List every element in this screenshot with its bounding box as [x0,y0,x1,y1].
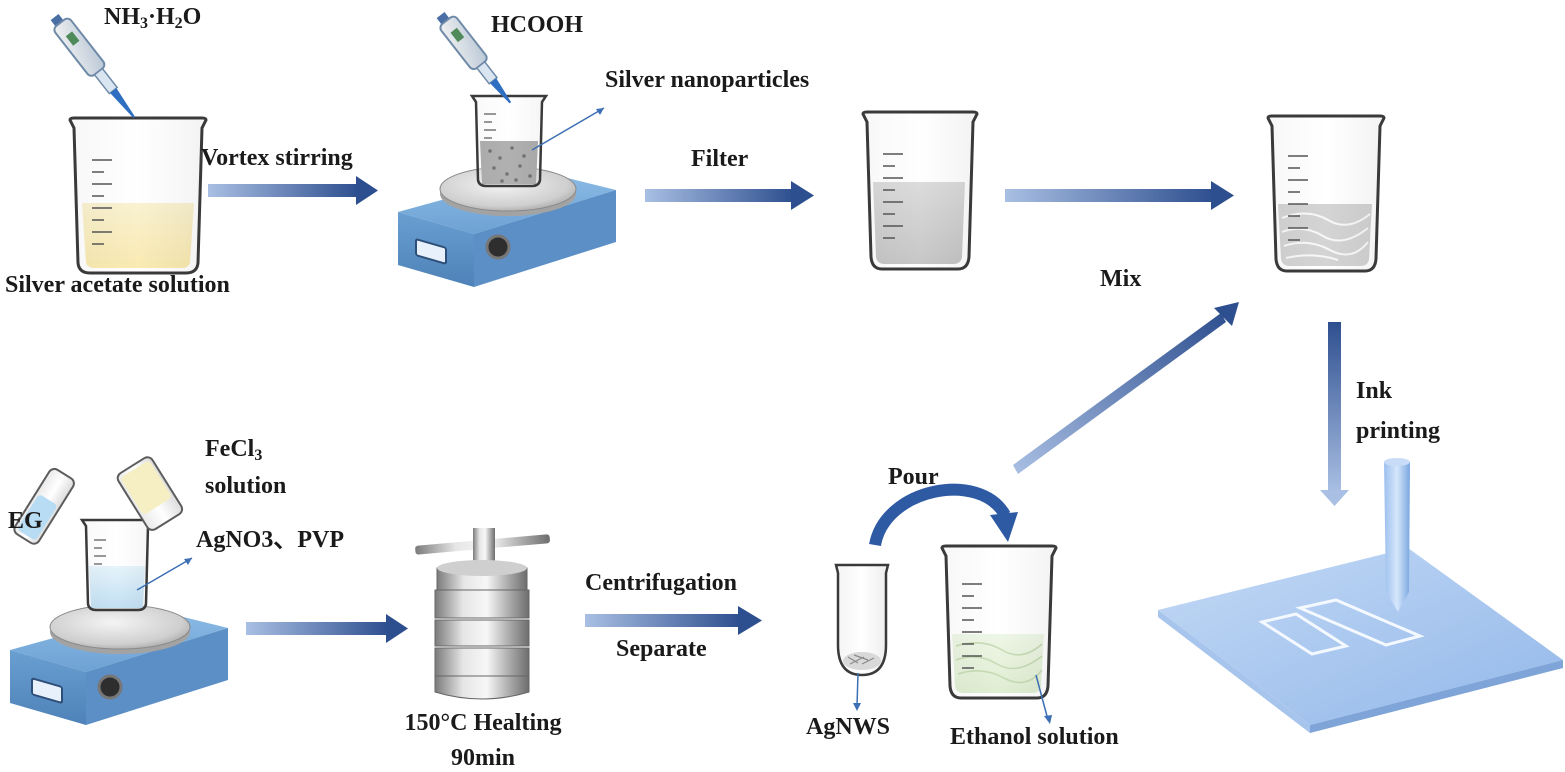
label-printing: printing [1356,418,1441,444]
label-fecl3-solution: solution [205,473,287,499]
substrate-icon [1158,548,1563,733]
test-tube-icon [13,467,75,545]
pointer-agnws [853,672,861,711]
arrow-pour [869,483,1018,547]
arrow-ink-printing [1320,322,1349,506]
label-agno3-pvp: AgNO3、PVP [196,527,344,553]
magnetic-stirrer-icon [10,604,228,725]
label-eg: EG [8,508,43,534]
beaker-icon [861,110,979,271]
pointer-ethanol [1035,674,1052,724]
label-ammonia-name: NH [104,4,140,30]
arrow-mix-diagonal [1013,302,1239,474]
arrow-centrifugation [585,606,762,635]
label-silver-nanoparticles: Silver nanoparticles [605,67,810,93]
pipette-icon [436,12,512,104]
beaker-icon [469,94,549,188]
label-pour: Pour [888,464,939,490]
label-centrifugation: Centrifugation [585,570,737,596]
test-tube-icon [834,563,890,677]
beaker-icon [1266,114,1386,273]
label-silver-acetate-solution: Silver acetate solution [5,272,230,298]
arrow-to-mix-beaker [1005,181,1234,210]
label-fecl3-name: FeCl [205,436,255,462]
beaker-icon [79,518,155,612]
label-ammonia-end: O [182,4,202,30]
label-filter: Filter [691,146,749,172]
beaker-icon [68,116,208,275]
autoclave-icon [415,528,550,700]
beaker-icon [940,544,1058,700]
label-fecl3: FeCl3 [205,436,262,464]
label-fecl3-sub: 3 [254,447,263,464]
label-ethanol-solution: Ethanol solution [950,724,1119,750]
arrow-to-autoclave [246,614,408,643]
label-ink: Ink [1356,378,1393,404]
label-ammonia-sub2: 2 [174,15,183,32]
magnetic-stirrer-icon [398,166,616,287]
label-ammonia: NH3·H2O [104,4,201,32]
label-hcooh: HCOOH [491,12,584,38]
pointer-agno3-pvp [136,557,193,591]
label-agnws: AgNWS [806,714,891,740]
label-ammonia-sub1: 3 [140,15,148,32]
arrow-filter [645,181,814,210]
label-heating-time: 90min [450,745,515,771]
label-heating-temp: 150°C Healting [404,710,562,736]
test-tube-icon [116,456,184,531]
label-vortex-stirring: Vortex stirring [201,145,353,171]
pipette-icon [50,14,135,118]
label-ammonia-mid: ·H [148,4,175,30]
print-nozzle-icon [1384,458,1410,612]
label-separate: Separate [616,636,707,662]
arrow-vortex [208,176,378,205]
label-mix: Mix [1100,266,1142,292]
pointer-silver-nanoparticles [531,107,605,151]
